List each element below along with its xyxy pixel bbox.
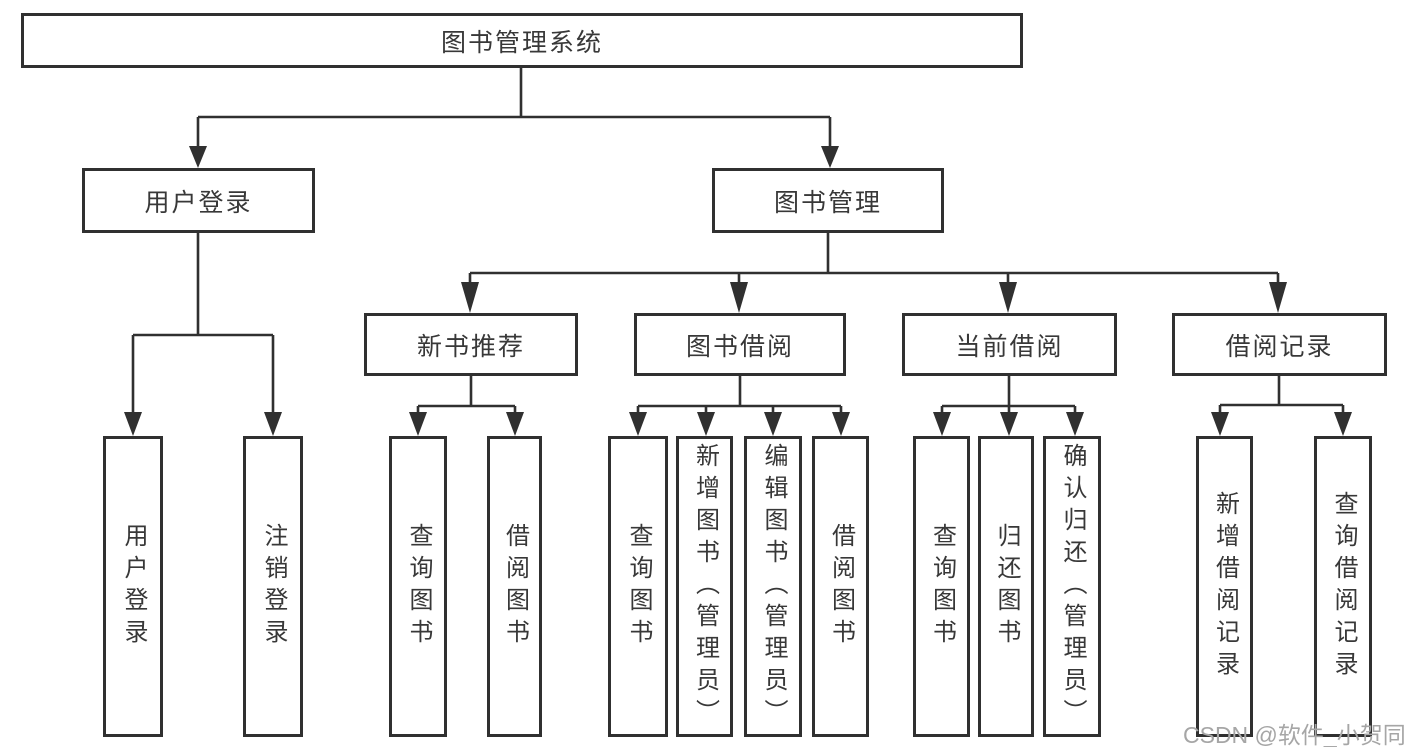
node-borrowing-records: 借阅记录 bbox=[1172, 313, 1387, 376]
leaf-current-return-books: 归还图书 bbox=[978, 436, 1034, 737]
leaf-borrow-edit-books-admin: 编辑图书（管理员） bbox=[744, 436, 802, 737]
node-book-borrowing: 图书借阅 bbox=[634, 313, 846, 376]
node-new-book-recommend: 新书推荐 bbox=[364, 313, 578, 376]
leaf-current-query-books: 查询图书 bbox=[913, 436, 970, 737]
leaf-user-login: 用户登录 bbox=[103, 436, 163, 737]
leaf-newbook-query-books: 查询图书 bbox=[389, 436, 447, 737]
leaf-record-add-borrow-record: 新增借阅记录 bbox=[1196, 436, 1253, 737]
node-current-borrowing: 当前借阅 bbox=[902, 313, 1117, 376]
leaf-borrow-query-books: 查询图书 bbox=[608, 436, 668, 737]
node-book-management: 图书管理 bbox=[712, 168, 944, 233]
leaf-borrow-add-books-admin: 新增图书（管理员） bbox=[676, 436, 733, 737]
leaf-logout: 注销登录 bbox=[243, 436, 303, 737]
leaf-newbook-borrow-books: 借阅图书 bbox=[487, 436, 542, 737]
leaf-borrow-borrow-books: 借阅图书 bbox=[812, 436, 869, 737]
leaf-current-confirm-return-admin: 确认归还（管理员） bbox=[1043, 436, 1101, 737]
connector-line-path bbox=[131, 68, 1345, 415]
arrowhead-path bbox=[124, 146, 1352, 436]
leaf-record-query-borrow-record: 查询借阅记录 bbox=[1314, 436, 1372, 737]
node-user-login: 用户登录 bbox=[82, 168, 315, 233]
csdn-watermark: CSDN @软件_小贺同学 bbox=[1183, 722, 1405, 747]
node-library-system: 图书管理系统 bbox=[21, 13, 1023, 68]
